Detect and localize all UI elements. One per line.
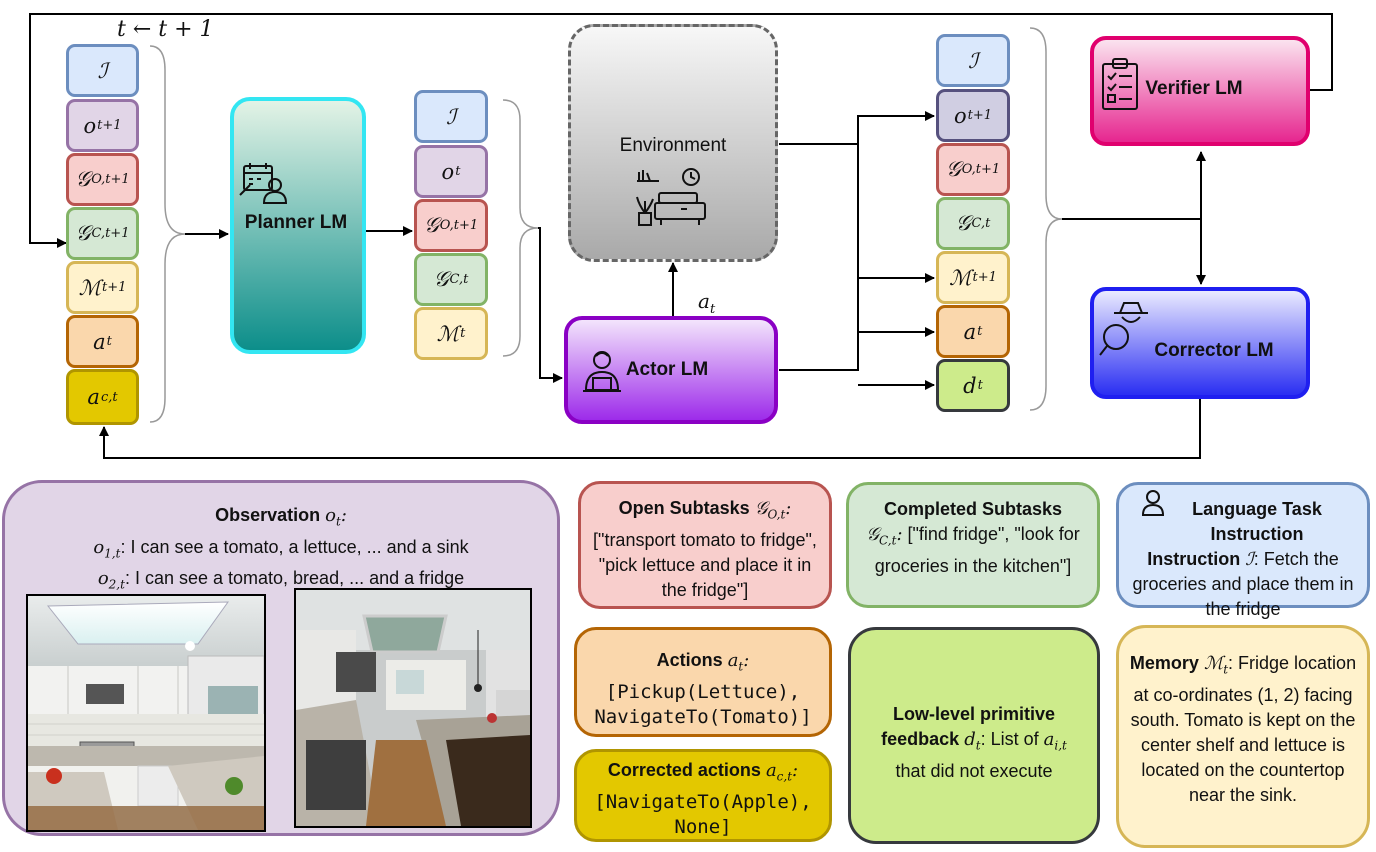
user-icon [1141, 490, 1165, 516]
corrector-feedback-edge [99, 399, 1201, 459]
corrected-actions-panel: Corrected actions ac,t: [NavigateTo(Appl… [574, 749, 832, 842]
corrector-detective-icon [1099, 302, 1148, 356]
instruction-title: Language Task Instruction [1192, 499, 1322, 544]
right-brace [1029, 27, 1063, 411]
memory-body: : Fridge location at co-ordinates (1, 2)… [1130, 653, 1357, 805]
corrected-actions-symbol: ac,t: [765, 760, 799, 784]
kitchen-image-2 [294, 588, 532, 828]
environment-room-icon [636, 168, 706, 226]
open-subtasks-body: ["transport tomato to fridge", "pick let… [593, 529, 817, 600]
observation-symbol: ot: [325, 505, 347, 529]
actions-symbol: at: [727, 650, 750, 674]
open-subtasks-symbol: 𝒢O,t: [754, 498, 792, 522]
completed-subtasks-body: ["find fridge", "look for groceries in t… [874, 524, 1080, 576]
loop-label: t ← t + 1 [117, 17, 214, 42]
left-brace [149, 45, 186, 423]
instruction-body: : Fetch the groceries and place them in … [1132, 549, 1354, 619]
completed-subtasks-panel: Completed Subtasks 𝒢C,t: ["find fridge",… [846, 482, 1100, 608]
feedback-symbol-2: ai,t [1043, 729, 1067, 753]
planner-schedule-icon [239, 163, 288, 204]
completed-subtasks-symbol: 𝒢C,t: [866, 524, 903, 548]
memory-symbol: ℳt [1203, 653, 1229, 677]
observation-2-symbol: o2,t [97, 568, 125, 592]
observation-1-symbol: o1,t [93, 536, 121, 561]
corrected-action-item-2: None [674, 815, 721, 838]
feedback-panel: Low-level primitive feedback dt: List of… [848, 627, 1100, 844]
token-instruction: ℐ [66, 44, 139, 97]
feedback-body-1: : List of [980, 729, 1039, 749]
actions-title: Actions [656, 650, 723, 670]
token-instruction: ℐ [414, 90, 488, 143]
open-subtasks-panel: Open Subtasks 𝒢O,t: ["transport tomato t… [578, 481, 832, 609]
actor-label: Actor LM [625, 359, 709, 380]
planner-label: Planner LM [244, 211, 348, 233]
feedback-title-1: Low-level primitive [892, 704, 1056, 724]
corrector-lm: Corrector LM [1090, 287, 1310, 399]
actor-robot-icon [583, 351, 621, 392]
completed-subtasks-title: Completed Subtasks [883, 499, 1063, 519]
actor-to-right-edge [779, 273, 935, 371]
verifier-label: Verifier LM [1145, 78, 1243, 99]
corrected-actions-title: Corrected actions [607, 760, 761, 780]
kitchen-image-1 [26, 594, 266, 832]
observation-2-text: : I can see a tomato, bread, ... and a f… [124, 568, 465, 589]
verifier-lm: Verifier LM [1090, 36, 1310, 146]
observation-title: Observation [215, 505, 321, 525]
feedback-symbol: dt [964, 729, 981, 753]
open-subtasks-title: Open Subtasks [618, 498, 750, 518]
environment-box: Environment [568, 24, 778, 262]
memory-title: Memory [1129, 653, 1199, 673]
loop-edge [29, 13, 1333, 248]
action-item-2: NavigateTo(Tomato) [594, 705, 801, 728]
planner-lm: Planner LM [230, 97, 366, 354]
instruction-symbol: ℐ [1245, 549, 1254, 570]
planner-brace [502, 99, 539, 357]
observation-1-text: : I can see a tomato, a lettuce, ... and… [120, 536, 469, 557]
actions-panel: Actions at: [Pickup(Lettuce), NavigateTo… [574, 627, 832, 737]
instruction-panel: Language Task Instruction Instruction ℐ:… [1116, 482, 1370, 619]
stack-to-actor-edge [538, 227, 563, 383]
corrector-label: Corrector LM [1154, 340, 1274, 361]
env-to-right-edge [779, 111, 935, 145]
environment-label: Environment [619, 135, 727, 156]
feedback-body-2: that did not execute [895, 760, 1053, 781]
token-instruction: ℐ [936, 34, 1010, 87]
memory-panel: Memory ℳt: Fridge location at co-ordinat… [1116, 625, 1370, 848]
actor-lm: Actor LM [564, 316, 778, 424]
action-item-1: Pickup(Lettuce), [617, 680, 801, 703]
verifier-checklist-icon [1102, 58, 1138, 110]
action-edge-label: at [698, 289, 716, 317]
feedback-title-2: feedback [881, 729, 960, 749]
corrected-action-item-1: NavigateTo(Apple), [605, 790, 812, 813]
